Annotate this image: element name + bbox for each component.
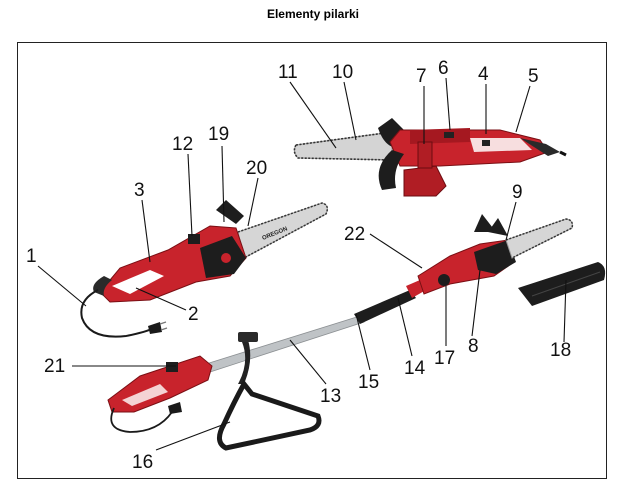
top-chainsaw <box>293 118 567 197</box>
label-11: 11 <box>278 62 298 83</box>
part-labels: 1 2 3 4 5 6 7 8 9 10 11 12 13 14 15 16 1… <box>26 58 571 473</box>
label-14: 14 <box>404 358 426 379</box>
label-5: 5 <box>528 66 539 87</box>
leader-lines <box>37 77 567 451</box>
label-17: 17 <box>434 348 455 369</box>
label-3: 3 <box>134 180 145 201</box>
label-6: 6 <box>438 58 449 79</box>
label-8: 8 <box>468 336 479 357</box>
label-21: 21 <box>44 356 65 377</box>
left-chainsaw: OREGON <box>80 200 329 338</box>
label-7: 7 <box>416 66 427 87</box>
label-13: 13 <box>320 386 341 407</box>
label-1: 1 <box>26 246 37 267</box>
label-4: 4 <box>478 64 489 85</box>
image-frame <box>17 42 607 479</box>
page-title: Elementy pilarki <box>266 7 360 21</box>
label-19: 19 <box>208 124 229 145</box>
label-18: 18 <box>550 340 571 361</box>
label-22: 22 <box>344 224 365 245</box>
label-15: 15 <box>358 372 379 393</box>
label-2: 2 <box>188 304 199 325</box>
label-10: 10 <box>332 62 353 83</box>
chain-cover <box>518 262 606 306</box>
pole-saw <box>107 214 574 451</box>
label-9: 9 <box>512 182 523 203</box>
label-20: 20 <box>246 158 267 179</box>
label-12: 12 <box>172 134 193 155</box>
label-16: 16 <box>132 452 153 473</box>
